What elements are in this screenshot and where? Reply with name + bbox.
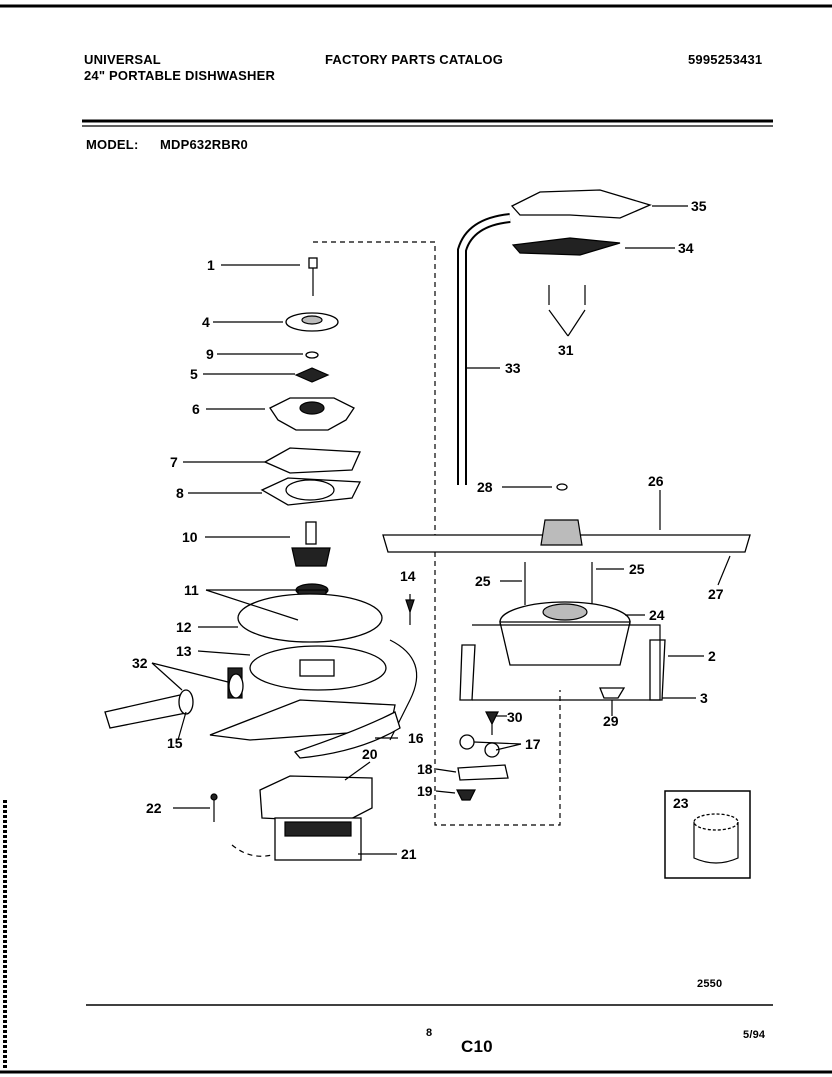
spray-arm-part-34 — [511, 237, 621, 256]
callout-16: 16 — [408, 730, 424, 746]
housing-part-13 — [249, 645, 387, 691]
callout-18: 18 — [417, 761, 433, 777]
gasket-part-7 — [263, 447, 361, 474]
pump-impeller-part-6 — [269, 397, 355, 431]
motor-hint-line — [231, 844, 273, 857]
harness-part-3 — [472, 624, 661, 701]
seal-part-12 — [237, 593, 383, 643]
screw-part-25 — [524, 562, 593, 605]
callout-7: 7 — [170, 454, 178, 470]
bolt-part-1 — [308, 257, 318, 296]
callout-9: 9 — [206, 346, 214, 362]
callout-12: 12 — [176, 619, 192, 635]
motor-part-21 — [274, 817, 362, 861]
assembly-boundary — [313, 241, 561, 826]
impeller-part-5 — [294, 367, 330, 383]
washer-part-28 — [556, 483, 568, 491]
section-code: C10 — [461, 1037, 493, 1056]
callout-33: 33 — [505, 360, 521, 376]
shaft-part-10 — [291, 521, 331, 567]
callout-23: 23 — [673, 795, 689, 811]
callout-14: 14 — [400, 568, 416, 584]
grommet-part-29 — [599, 687, 626, 699]
callout-6: 6 — [192, 401, 200, 417]
lower-spray-arm-part-26 — [382, 519, 751, 553]
upper-spray-arm-part-35 — [510, 189, 652, 219]
screw-part-30 — [485, 711, 499, 735]
filter-box-part-23 — [664, 790, 751, 879]
callout-30: 30 — [507, 709, 523, 725]
screw-part-19 — [456, 789, 476, 801]
catalog-title: FACTORY PARTS CATALOG — [325, 52, 504, 67]
callout-4: 4 — [202, 314, 210, 330]
callout-5: 5 — [190, 366, 198, 382]
callout-25-left: 25 — [475, 573, 491, 589]
fastener-part-31 — [548, 285, 586, 305]
callout-20: 20 — [362, 746, 378, 762]
page-number: 8 — [426, 1027, 433, 1039]
motor-mount-part-20 — [259, 775, 373, 823]
screw-part-14 — [405, 594, 415, 625]
clamp-part-15 — [178, 673, 244, 715]
callout-19: 19 — [417, 783, 433, 799]
footer-date: 5/94 — [743, 1029, 766, 1041]
washer-part-17 — [459, 734, 500, 758]
plate-part-18 — [457, 764, 509, 781]
callout-labels: 1 4 9 5 6 7 8 10 11 12 13 32 15 14 16 20… — [132, 198, 724, 862]
model-label: MODEL: — [86, 137, 139, 152]
callout-17: 17 — [525, 736, 541, 752]
callout-24: 24 — [649, 607, 665, 623]
callout-leaders — [151, 205, 731, 855]
catalog-number: 5995253431 — [688, 52, 763, 67]
callout-11: 11 — [184, 582, 199, 598]
callout-35: 35 — [691, 198, 707, 214]
callout-3: 3 — [700, 690, 708, 706]
callout-13: 13 — [176, 643, 192, 659]
callout-28: 28 — [477, 479, 493, 495]
brand-name: UNIVERSAL — [84, 52, 161, 67]
bracket-part-16 — [293, 711, 401, 759]
cap-part-4 — [285, 312, 339, 332]
callout-21: 21 — [401, 846, 417, 862]
screw-part-22 — [210, 793, 218, 822]
washer-part-9 — [305, 351, 319, 359]
callout-32: 32 — [132, 655, 148, 671]
callout-29: 29 — [603, 713, 619, 729]
water-tube-part-33 — [457, 213, 511, 485]
callout-31: 31 — [558, 342, 574, 358]
model-number: MDP632RBR0 — [160, 137, 248, 152]
callout-15: 15 — [167, 735, 183, 751]
callout-25-right: 25 — [629, 561, 645, 577]
callout-22: 22 — [146, 800, 162, 816]
callout-1: 1 — [207, 257, 215, 273]
callout-8: 8 — [176, 485, 184, 501]
pump-housing-part-24 — [499, 601, 631, 666]
product-name: 24" PORTABLE DISHWASHER — [84, 68, 276, 83]
figure-code: 2550 — [697, 978, 723, 990]
callout-34: 34 — [678, 240, 694, 256]
callout-27: 27 — [708, 586, 724, 602]
callout-26: 26 — [648, 473, 664, 489]
callout-2: 2 — [708, 648, 716, 664]
callout-10: 10 — [182, 529, 198, 545]
gasket-part-8 — [260, 477, 362, 506]
hose-part-32 — [104, 667, 243, 729]
bracket-part-2 — [459, 639, 666, 701]
